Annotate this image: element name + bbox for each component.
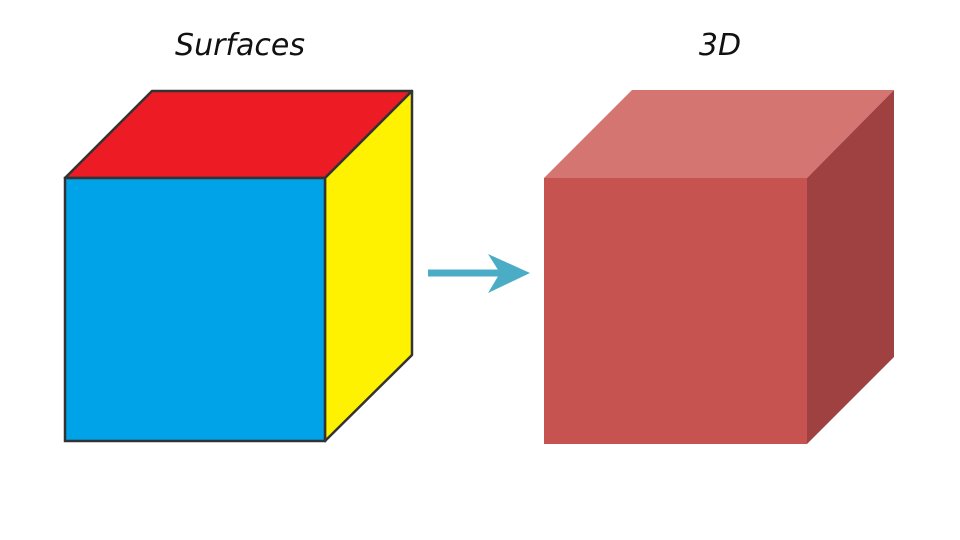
solid-front-face xyxy=(544,178,807,444)
surfaces-cube xyxy=(63,89,414,443)
solid-top-face xyxy=(544,90,894,178)
solid-cube xyxy=(544,90,894,444)
right-arrow xyxy=(428,254,530,293)
3d-label: 3D xyxy=(698,28,742,63)
solid-side-face xyxy=(807,90,894,444)
surfaces-label: Surfaces xyxy=(175,28,305,63)
arrow-head xyxy=(488,254,530,293)
surfaces-front-face xyxy=(63,176,327,443)
